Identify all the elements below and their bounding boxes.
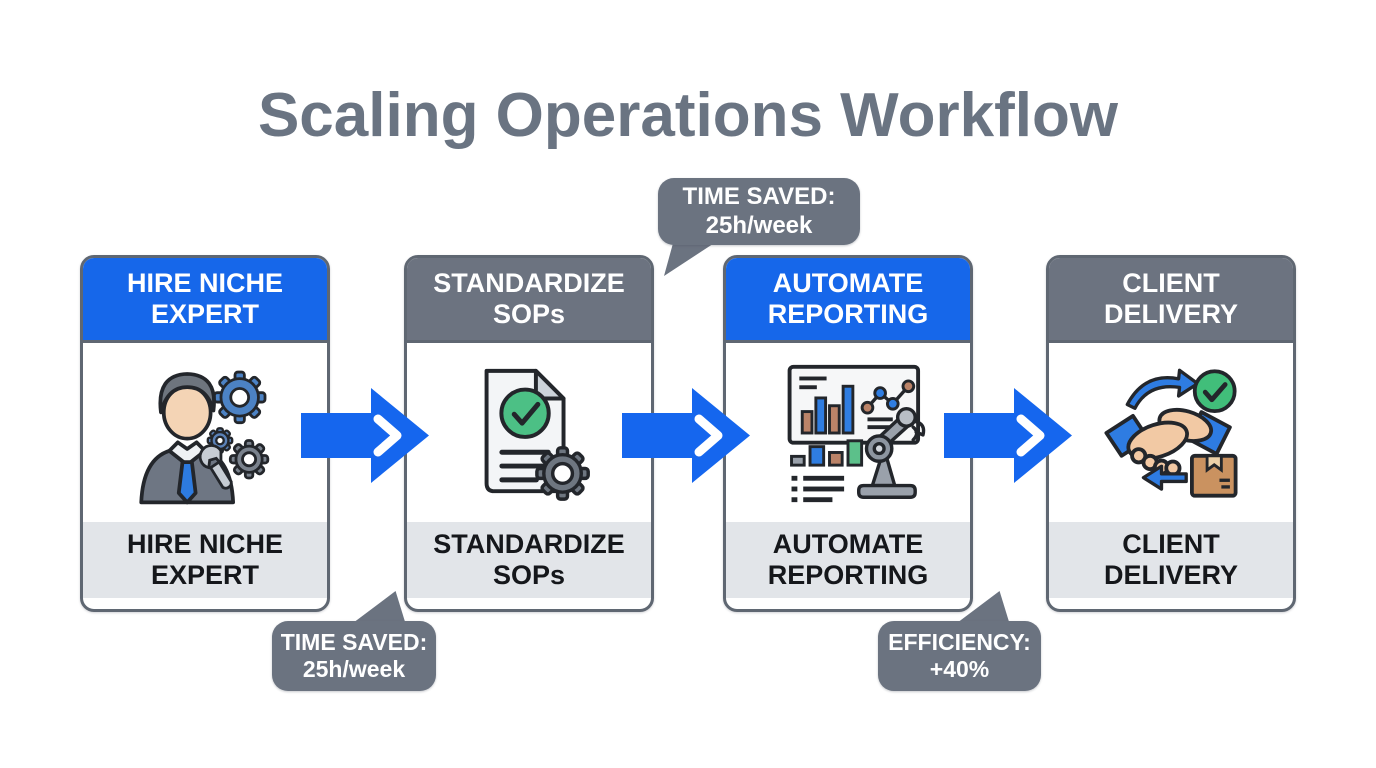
step-card-client-delivery: CLIENT DELIVERY	[1046, 255, 1296, 612]
step-header: HIRE NICHE EXPERT	[83, 258, 327, 343]
step-icon-area	[407, 343, 651, 522]
flow-arrow-icon	[301, 388, 429, 483]
step-header: AUTOMATE REPORTING	[726, 258, 970, 343]
callout-label: EFFICIENCY:	[888, 628, 1031, 655]
step-footer-label: AUTOMATE REPORTING	[767, 528, 929, 590]
document-check-gear-icon	[484, 368, 590, 501]
step-header-label: STANDARDIZE SOPs	[433, 267, 625, 329]
handshake-delivery-icon	[1104, 368, 1238, 498]
callout-tail	[350, 591, 406, 625]
callout-value: 25h/week	[705, 211, 813, 239]
page-title: Scaling Operations Workflow	[257, 81, 1119, 150]
expert-gears-icon	[139, 370, 270, 504]
step-header-label: HIRE NICHE EXPERT	[126, 267, 283, 329]
step-card-standardize-sops: STANDARDIZE SOPs	[404, 255, 654, 612]
step-footer-label: STANDARDIZE SOPs	[433, 528, 625, 590]
step-footer: AUTOMATE REPORTING	[726, 522, 970, 598]
flow-arrow-icon	[622, 388, 750, 483]
step-header-label: CLIENT DELIVERY	[1103, 267, 1239, 329]
step-footer-label: CLIENT DELIVERY	[1103, 528, 1239, 590]
step-card-automate-reporting: AUTOMATE REPORTING	[723, 255, 973, 612]
callout-value: +40%	[929, 656, 990, 682]
callout-label: TIME SAVED:	[682, 183, 836, 211]
callout-time-saved-top: TIME SAVED: 25h/week	[658, 178, 860, 245]
step-footer: HIRE NICHE EXPERT	[83, 522, 327, 598]
step-footer: STANDARDIZE SOPs	[407, 522, 651, 598]
step-header: STANDARDIZE SOPs	[407, 258, 651, 343]
dashboard-robot-arm-icon	[787, 364, 926, 502]
flow-arrow-icon	[944, 388, 1072, 483]
callout-value: 25h/week	[302, 656, 406, 682]
callout-efficiency: EFFICIENCY: +40%	[878, 621, 1041, 691]
step-header-label: AUTOMATE REPORTING	[767, 267, 929, 329]
step-header: CLIENT DELIVERY	[1049, 258, 1293, 343]
step-icon-area	[726, 343, 970, 522]
step-card-hire-niche-expert: HIRE NICHE EXPERT	[80, 255, 330, 612]
step-icon-area	[83, 343, 327, 522]
step-footer: CLIENT DELIVERY	[1049, 522, 1293, 598]
callout-time-saved-bottom: TIME SAVED: 25h/week	[272, 621, 436, 691]
step-footer-label: HIRE NICHE EXPERT	[126, 528, 283, 590]
step-icon-area	[1049, 343, 1293, 522]
callout-label: TIME SAVED:	[280, 628, 428, 655]
